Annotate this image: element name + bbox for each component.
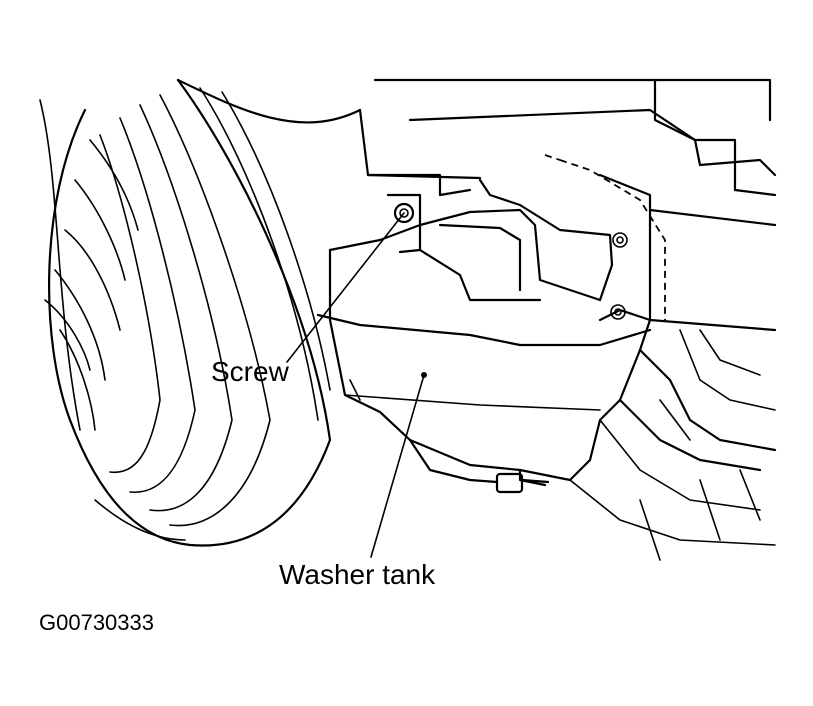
tire: [39, 78, 362, 547]
screw-leader: [286, 212, 405, 363]
figure-id: G00730333: [39, 610, 154, 635]
washer-tank-leader: [370, 374, 425, 558]
washer-tank: [316, 178, 652, 494]
screw-label: Screw: [211, 356, 289, 387]
lower-frame: [569, 329, 777, 561]
washer-tank-label: Washer tank: [279, 559, 436, 590]
leader-lines: [286, 212, 425, 558]
body-panels: [358, 78, 777, 332]
